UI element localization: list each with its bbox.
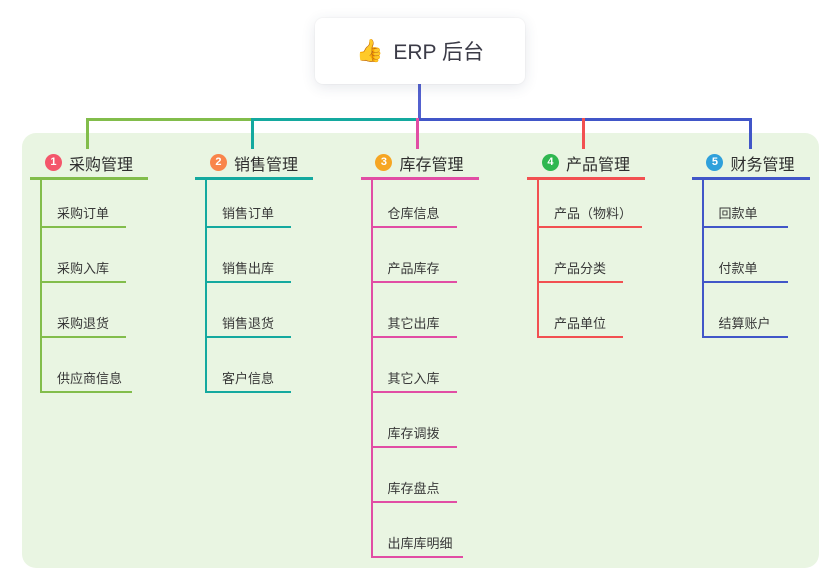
branch-number-badge: 4 [541, 154, 559, 171]
branch-header-3[interactable]: 3 库存管理 [360, 148, 479, 180]
branch-label: 产品管理 [565, 156, 630, 174]
child-node[interactable]: 回款单 [701, 203, 788, 228]
child-node[interactable]: 产品库存 [370, 258, 457, 283]
child-node[interactable]: 产品单位 [537, 313, 623, 338]
branch-header-4[interactable]: 4 产品管理 [527, 148, 645, 180]
child-node[interactable]: 库存调拨 [370, 423, 457, 448]
edge-branch-drop [251, 118, 254, 149]
child-node[interactable]: 销售退货 [205, 313, 291, 338]
child-node[interactable]: 库存盘点 [370, 478, 457, 503]
child-node[interactable]: 结算账户 [701, 313, 788, 338]
edge-bus-segment-blue [419, 118, 752, 121]
root-node[interactable]: 👍 ERP 后台 [315, 18, 525, 84]
edge-branch-drop [749, 118, 752, 149]
child-node[interactable]: 产品分类 [537, 258, 623, 283]
branch-header-5[interactable]: 5 财务管理 [691, 148, 810, 180]
branch-header-2[interactable]: 2 销售管理 [195, 148, 313, 180]
child-node[interactable]: 销售订单 [205, 203, 291, 228]
child-node[interactable]: 采购退货 [40, 313, 126, 338]
edge-bus-segment-teal [251, 118, 419, 121]
edge-branch-trunk [701, 180, 704, 338]
child-node[interactable]: 付款单 [701, 258, 788, 283]
child-node[interactable]: 出库库明细 [370, 533, 463, 558]
child-node[interactable]: 供应商信息 [40, 368, 133, 393]
child-node[interactable]: 其它入库 [370, 368, 457, 393]
branch-number-badge: 3 [375, 154, 393, 171]
branch-number-badge: 2 [209, 154, 227, 171]
branch-label: 销售管理 [233, 156, 298, 174]
branch-label: 库存管理 [399, 156, 464, 174]
child-node[interactable]: 客户信息 [205, 368, 291, 393]
edge-bus-segment-green [86, 118, 253, 121]
child-node[interactable]: 采购入库 [40, 258, 126, 283]
branches-panel [22, 133, 819, 568]
edge-root-trunk [418, 84, 421, 118]
branch-label: 财务管理 [730, 156, 795, 174]
edge-branch-trunk [205, 180, 207, 393]
branch-header-1[interactable]: 1 采购管理 [30, 148, 148, 180]
child-node[interactable]: 产品（物料） [537, 203, 643, 228]
child-node[interactable]: 销售出库 [205, 258, 291, 283]
branch-label: 采购管理 [68, 156, 133, 174]
root-label: ERP 后台 [393, 41, 485, 64]
child-node[interactable]: 其它出库 [370, 313, 457, 338]
child-node[interactable]: 仓库信息 [370, 203, 457, 228]
child-node[interactable]: 采购订单 [40, 203, 126, 228]
edge-branch-trunk [537, 180, 539, 338]
edge-branch-drop [86, 118, 89, 149]
branch-number-badge: 5 [706, 154, 724, 171]
edge-branch-trunk [370, 180, 373, 558]
edge-branch-trunk [40, 180, 42, 393]
branch-number-badge: 1 [44, 154, 62, 171]
thumbs-up-icon: 👍 [355, 38, 384, 63]
edge-branch-drop [416, 118, 419, 149]
edge-branch-drop [581, 118, 585, 149]
